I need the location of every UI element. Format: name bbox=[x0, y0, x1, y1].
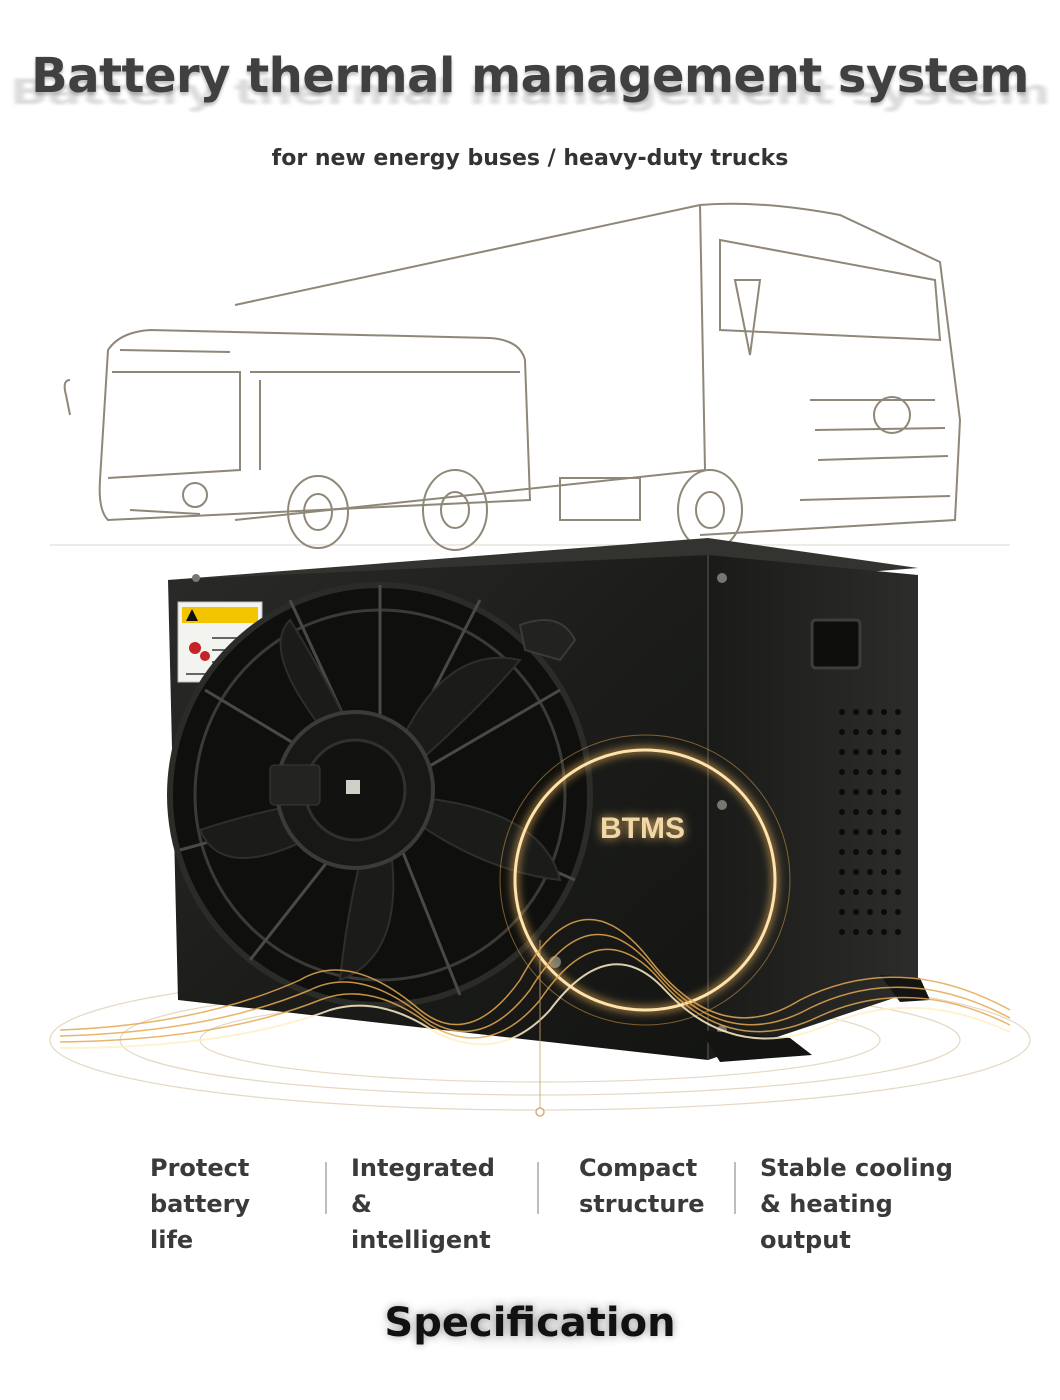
feature-stable-cooling-heating: Stable cooling & heating output bbox=[760, 1154, 953, 1254]
cooling-fan-icon bbox=[167, 582, 593, 1008]
page-subtitle: for new energy buses / heavy-duty trucks bbox=[271, 146, 789, 171]
product-hero-illustration bbox=[49, 202, 1031, 1117]
feature-integrated-intelligent: Integrated & intelligent bbox=[351, 1154, 495, 1254]
btms-badge: BTMS bbox=[600, 812, 685, 845]
specification-heading-wrap: Specification bbox=[0, 1294, 1060, 1364]
feature-list: Protect battery life Integrated & intell… bbox=[130, 1150, 1010, 1254]
feature-divider bbox=[734, 1162, 736, 1214]
heat-wave-lines bbox=[59, 918, 1011, 1117]
header: Battery thermal management system Batter… bbox=[0, 48, 1060, 128]
section-title-specification: Specification bbox=[370, 1294, 690, 1352]
title-reflection: Battery thermal management system bbox=[10, 72, 1051, 113]
bus-sketch-icon bbox=[63, 328, 532, 549]
page-title: Battery thermal management system bbox=[31, 48, 1029, 104]
feature-divider bbox=[325, 1162, 327, 1214]
truck-sketch-icon bbox=[234, 202, 962, 551]
glow-ring-icon bbox=[499, 734, 791, 1026]
feature-protect-battery-life: Protect battery life bbox=[150, 1154, 251, 1254]
feature-compact-structure: Compact structure bbox=[579, 1154, 705, 1218]
feature-divider bbox=[537, 1162, 539, 1214]
